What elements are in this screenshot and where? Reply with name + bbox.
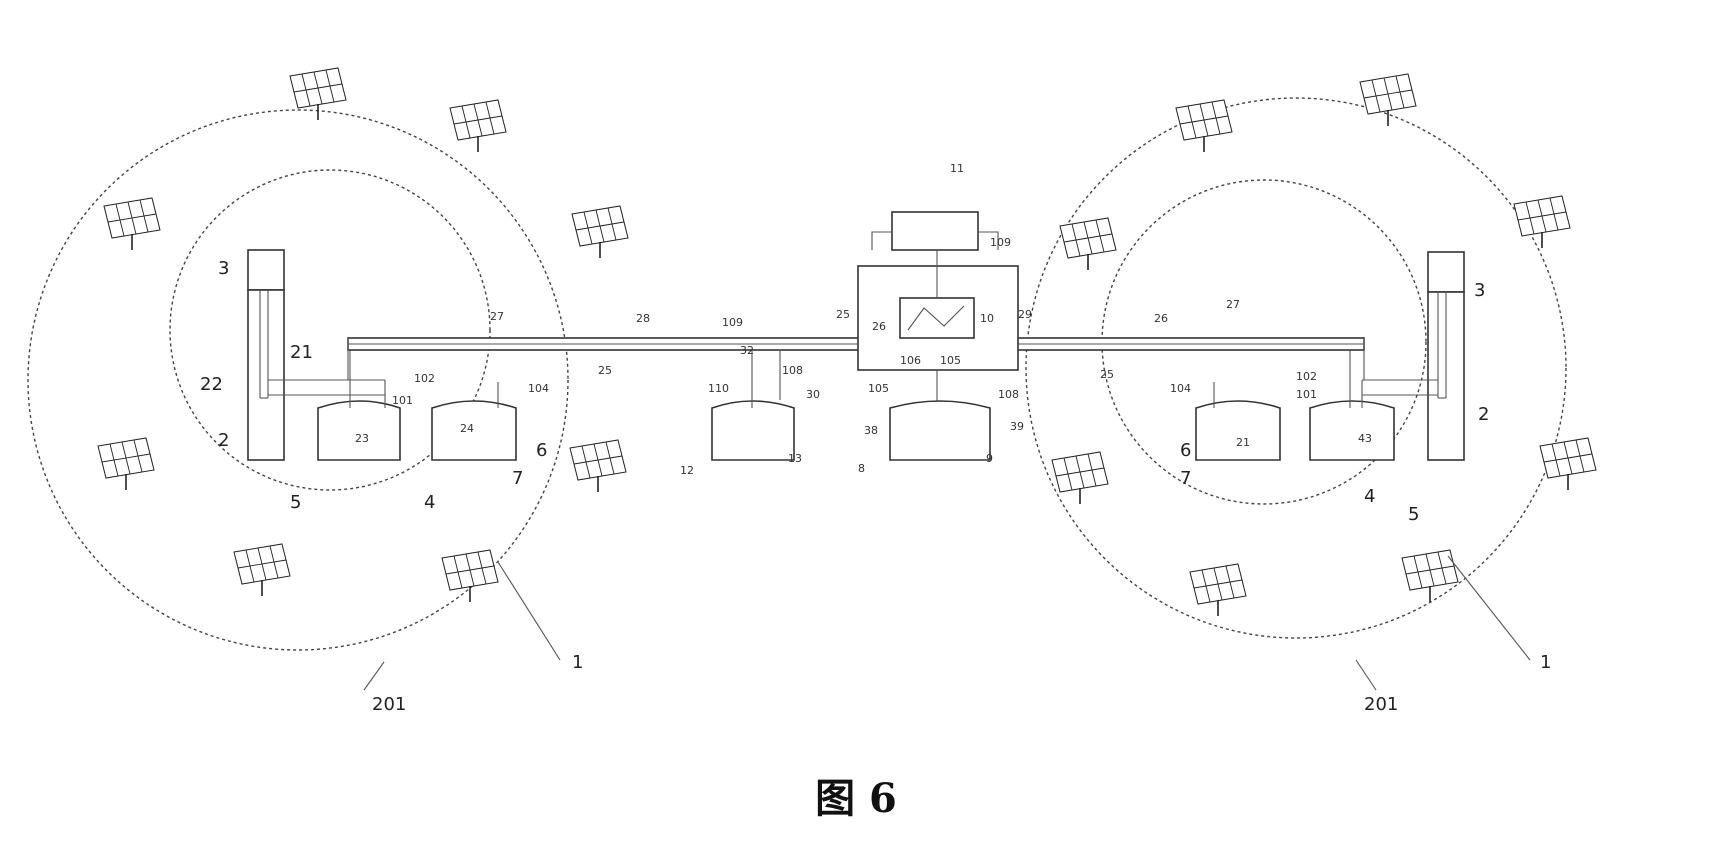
left-heliostat-icon	[104, 198, 160, 250]
right-hot-tank	[1310, 401, 1394, 460]
figure-caption: 图 6	[815, 775, 897, 822]
right-valve-d-label: 104	[1170, 382, 1191, 395]
left-heliostat-icon	[572, 206, 628, 258]
main-pipelines	[348, 338, 1364, 380]
right-pipe-29-label: 29	[1018, 308, 1032, 321]
pipe-32-label: 32	[740, 344, 754, 357]
pipe-39-label: 39	[1010, 420, 1024, 433]
leader-lines	[364, 556, 1530, 690]
right-valve-b-label: 102	[1296, 370, 1317, 383]
valve-106-label: 106	[900, 354, 921, 367]
left-valve-a-label: 101	[392, 394, 413, 407]
left-tank-b-inner-label: 24	[460, 422, 474, 435]
heat-exchanger	[900, 298, 974, 338]
left-heliostat-icon	[450, 100, 506, 152]
right-tank-b-inner-label: 21	[1236, 436, 1250, 449]
left-heliostat-icon	[570, 440, 626, 492]
left-heliostat-icon	[98, 438, 154, 490]
left-tower-top-label: 3	[218, 258, 229, 279]
pipe-38-label: 38	[864, 424, 878, 437]
left-pipe-out-label: 22	[200, 374, 223, 395]
right-valve-109-label: 109	[990, 236, 1011, 249]
center-tank-8	[890, 401, 990, 460]
lower-line-left-label: 25	[598, 364, 612, 377]
left-tank-a-inner-label: 23	[355, 432, 369, 445]
left-heliostat-icon	[290, 68, 346, 120]
right-tank-b-label: 6	[1180, 440, 1191, 461]
left-pipe-26-label: 26	[872, 320, 886, 333]
left-heliostat-icon	[234, 544, 290, 596]
right-solar-field: 201 1 3 2 4 5 43 6 7 21 101 102 103 104 …	[1026, 74, 1596, 715]
tank-12-pump-label: 13	[788, 452, 802, 465]
left-tank-b-pump-label: 7	[512, 468, 523, 489]
left-heliostat-icon	[442, 550, 498, 602]
right-heliostat-icon	[1190, 564, 1246, 616]
right-tank-b-pump-label: 7	[1180, 468, 1191, 489]
tank-12-label: 12	[680, 464, 694, 477]
right-tank-a-pump-label: 5	[1408, 504, 1419, 525]
center-tank-12	[712, 401, 794, 460]
valve-105-label: 105	[940, 354, 961, 367]
upper-line-right-label: 26	[1154, 312, 1168, 325]
right-heliostat-icon	[1540, 438, 1596, 490]
right-heliostat-icon	[1052, 452, 1108, 504]
right-field-label: 201	[1364, 694, 1398, 715]
tank-8-label: 8	[858, 462, 865, 475]
left-solar-field: 201 1 3 2 21 22 4 5 23 6 7 24 101 102 10…	[28, 68, 628, 715]
heat-exchanger-label: 10	[980, 312, 994, 325]
right-heliostat-label: 1	[1540, 652, 1551, 673]
power-block: 11 10 109 109 25 26 29 28 25 26 25 106 1…	[598, 162, 1168, 477]
left-valve-b-label: 102	[414, 372, 435, 385]
top-box-label: 11	[950, 162, 964, 175]
left-heliostat-label: 1	[572, 652, 583, 673]
valve-110-label: 110	[708, 382, 729, 395]
left-field-label: 201	[372, 694, 406, 715]
left-tank-a-label: 4	[424, 492, 435, 513]
left-hot-tank	[318, 401, 400, 460]
right-tower-label: 2	[1478, 404, 1489, 425]
left-pipe-in-label: 21	[290, 342, 313, 363]
valve-108-left-label: 108	[782, 364, 803, 377]
lower-line-right-label: 25	[1100, 368, 1114, 381]
valve-108-label: 108	[998, 388, 1019, 401]
left-tank-a-pump-label: 5	[290, 492, 301, 513]
right-cold-tank	[1196, 401, 1280, 460]
right-heliostat-icon	[1176, 100, 1232, 152]
right-heliostat-icon	[1360, 74, 1416, 126]
right-valve-a-label: 101	[1296, 388, 1317, 401]
left-tank-b-label: 6	[536, 440, 547, 461]
pipe-30-label: 30	[806, 388, 820, 401]
right-heliostat-icon	[1514, 196, 1570, 248]
right-tower-top-label: 3	[1474, 280, 1485, 301]
left-tower	[248, 290, 284, 460]
left-main-line-label: 27	[490, 310, 504, 323]
left-cold-tank	[432, 401, 516, 460]
valve-105b-label: 105	[868, 382, 889, 395]
left-heliostat-group	[98, 68, 628, 602]
left-tower-label: 2	[218, 430, 229, 451]
right-tank-a-inner-label: 43	[1358, 432, 1372, 445]
upper-line-left-label: 28	[636, 312, 650, 325]
right-heliostat-icon	[1060, 218, 1116, 270]
tank-8-pump-label: 9	[986, 452, 993, 465]
right-tower-receiver	[1428, 252, 1464, 292]
right-tank-a-label: 4	[1364, 486, 1375, 507]
left-tower-receiver	[248, 250, 284, 290]
left-pipe-25-label: 25	[836, 308, 850, 321]
left-valve-d-label: 104	[528, 382, 549, 395]
left-valve-109-label: 109	[722, 316, 743, 329]
power-unit-box	[892, 212, 978, 250]
right-main-line-label: 27	[1226, 298, 1240, 311]
